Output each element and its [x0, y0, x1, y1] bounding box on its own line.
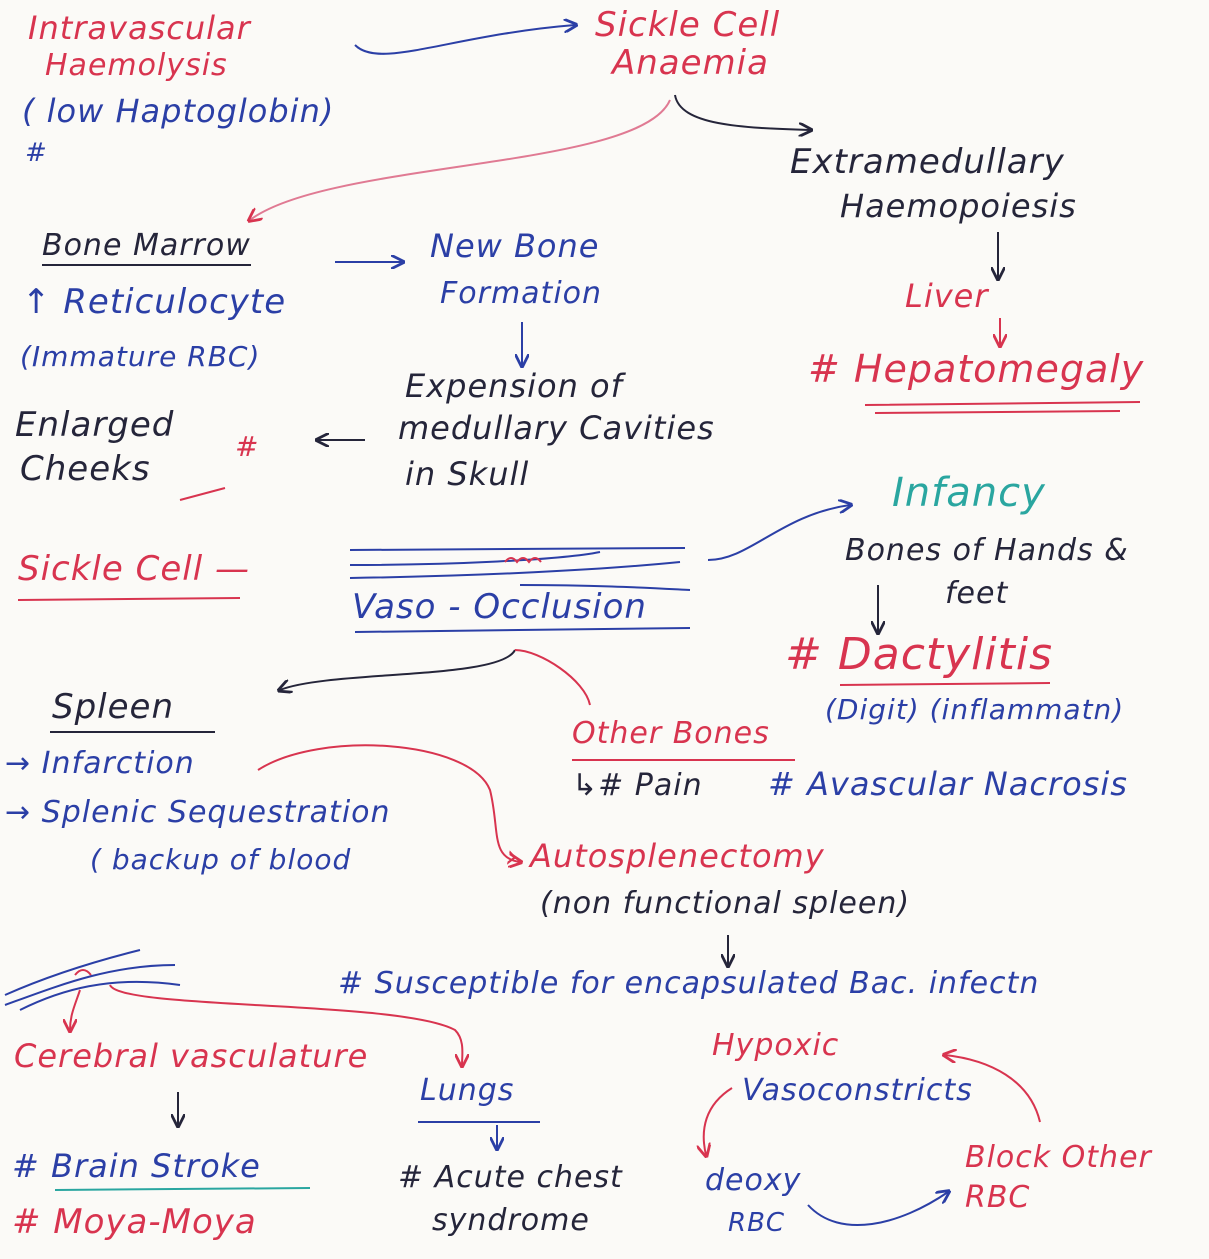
- acute-chest-line1: # Acute chest: [398, 1162, 623, 1194]
- reticulocyte-label: ↑ Reticulocyte: [22, 285, 286, 321]
- arrow-deoxy-to-block: [808, 1192, 948, 1225]
- sickle-cell-label: Sickle Cell —: [18, 552, 250, 588]
- vaso-underline: [355, 628, 690, 632]
- haemolysis-label: Haemolysis: [45, 50, 228, 82]
- pain-label: ↳# Pain: [572, 770, 703, 802]
- hypoxic-line1: Hypoxic: [712, 1030, 839, 1062]
- deoxy-line1: deoxy: [705, 1165, 801, 1197]
- stroke-underline: [55, 1188, 310, 1190]
- hepatomegaly-label: # Hepatomegaly: [808, 350, 1144, 390]
- other-bones-label: Other Bones: [572, 718, 770, 750]
- bones-hands-line1: Bones of Hands &: [845, 535, 1129, 567]
- hypoxic-line2: Vasoconstricts: [742, 1075, 973, 1107]
- expansion-line1: Expension of: [405, 370, 623, 404]
- vessel-drawing: [350, 548, 690, 590]
- extramedullary-line1: Extramedullary: [790, 145, 1065, 181]
- intravascular-label: Intravascular: [28, 12, 251, 46]
- arrow-vaso-to-spleen: [280, 650, 515, 690]
- susceptible-label: # Susceptible for encapsulated Bac. infe…: [338, 968, 1039, 1000]
- sickle-cell-underline: [18, 598, 240, 600]
- spleen-heading: Spleen: [52, 690, 174, 726]
- vaso-occlusion-label: Vaso - Occlusion: [352, 590, 647, 626]
- enlarged-line2: Cheeks: [20, 452, 151, 488]
- infancy-label: Infancy: [892, 472, 1046, 514]
- digit-inflammation-label: (Digit) (inflammatn): [825, 695, 1124, 724]
- arrow-vessel-to-cerebral: [70, 990, 80, 1030]
- avascular-necrosis-label: # Avascular Nacrosis: [768, 768, 1128, 802]
- backup-of-blood-label: ( backup of blood: [90, 845, 351, 874]
- hash-mark-top: #: [25, 140, 48, 167]
- arrow-anaemia-to-extramedullary: [675, 95, 810, 130]
- lungs-label: Lungs: [420, 1075, 514, 1107]
- block-other-line2: RBC: [965, 1182, 1030, 1214]
- block-other-line1: Block Other: [965, 1142, 1152, 1174]
- sickle-cell-anaemia-line2: Anaemia: [612, 46, 769, 82]
- hepatomegaly-underline: [865, 402, 1140, 413]
- extramedullary-line2: Haemopoiesis: [840, 190, 1077, 224]
- autosplenectomy-label: › Autosplenectomy: [505, 840, 825, 874]
- deoxy-line2: RBC: [728, 1210, 785, 1237]
- infarction-label: → Infarction: [5, 748, 195, 780]
- non-functional-spleen-label: (non functional spleen): [540, 888, 910, 920]
- new-bone-line1: New Bone: [430, 230, 599, 264]
- cerebral-vessel-drawing: [5, 950, 180, 1010]
- moya-moya-label: # Moya-Moya: [12, 1205, 257, 1241]
- bone-marrow-heading: Bone Marrow: [42, 230, 251, 266]
- bones-hands-line2: feet: [945, 578, 1008, 610]
- expansion-line2: medullary Cavities: [398, 412, 715, 446]
- enlarged-hash: #: [235, 432, 259, 461]
- arrow-hypoxic-to-deoxy: [704, 1088, 732, 1155]
- low-haptoglobin-label: ( low Haptoglobin): [22, 95, 334, 129]
- arrow-vaso-to-otherbones: [515, 650, 590, 705]
- sickle-cell-anaemia-line1: Sickle Cell: [595, 8, 780, 44]
- dactylitis-label: # Dactylitis: [785, 632, 1053, 678]
- liver-label: Liver: [905, 280, 989, 314]
- expansion-line3: in Skull: [405, 458, 529, 492]
- acute-chest-line2: syndrome: [432, 1205, 590, 1237]
- cheeks-underline: [180, 488, 225, 500]
- cerebral-vasculature-label: Cerebral vasculature: [14, 1040, 368, 1074]
- dactylitis-underline: [840, 683, 1050, 685]
- arrow-vaso-to-infancy: [708, 505, 850, 560]
- splenic-sequestration-label: → Splenic Sequestration: [5, 797, 391, 829]
- immature-rbc-label: (Immature RBC): [20, 342, 260, 371]
- brain-stroke-label: # Brain Stroke: [12, 1150, 261, 1184]
- enlarged-line1: Enlarged: [15, 408, 174, 444]
- new-bone-line2: Formation: [440, 278, 602, 310]
- arrow-haemolysis-to-anaemia: [355, 25, 575, 54]
